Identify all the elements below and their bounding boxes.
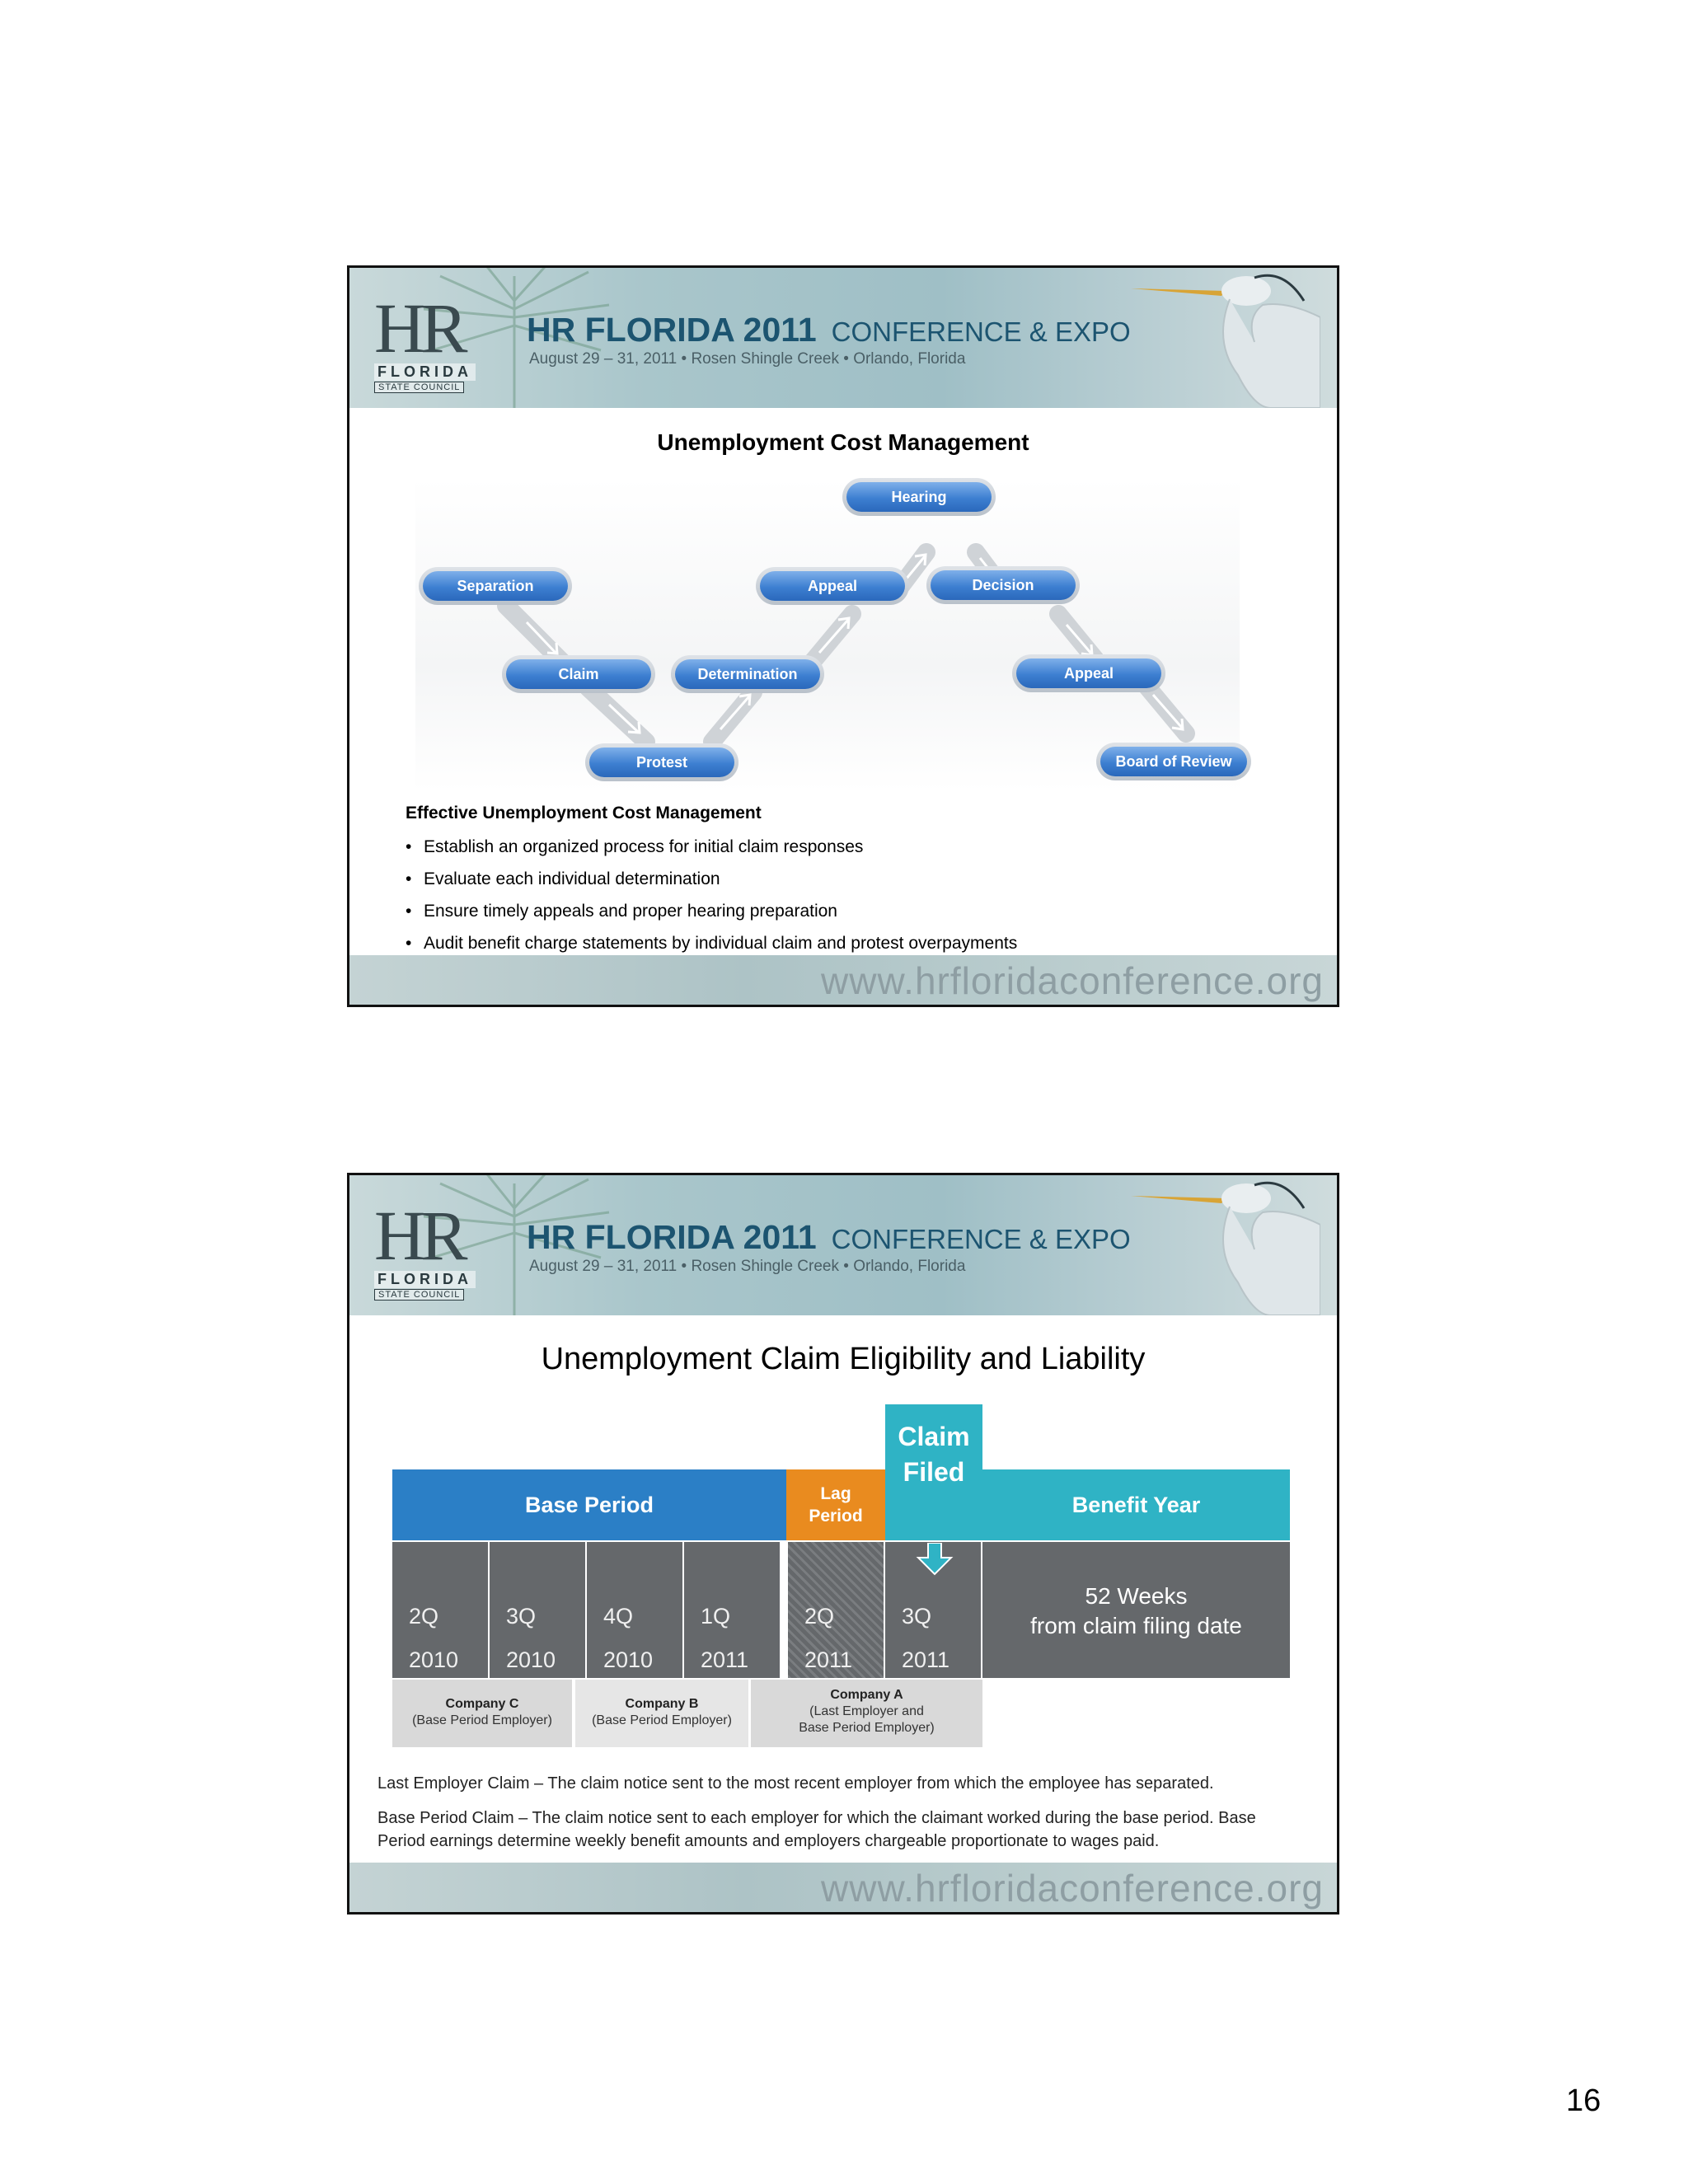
lag-period-header: Lag Period: [786, 1469, 885, 1540]
quarter-cell: 4Q 2010: [587, 1542, 682, 1678]
conference-url: www.hrfloridaconference.org: [821, 959, 1324, 1002]
quarter-label: 3Q: [902, 1604, 932, 1629]
base-period-header: Base Period: [392, 1469, 786, 1540]
banner-title: HR FLORIDA 2011 CONFERENCE & EXPO: [527, 311, 1131, 349]
banner-subtitle: August 29 – 31, 2011 • Rosen Shingle Cre…: [529, 350, 966, 368]
flow-arrows: [497, 543, 1195, 751]
flow-step-determination: Determination: [671, 655, 824, 693]
logo-florida-text: FLORIDA: [374, 363, 476, 381]
company-b-box: Company B (Base Period Employer): [575, 1680, 748, 1747]
quarter-year: 2010: [603, 1647, 654, 1672]
heron-image: [1131, 274, 1320, 408]
logo-florida-text: FLORIDA: [374, 1271, 476, 1288]
company-name: Company A: [830, 1688, 903, 1702]
quarter-year: 2010: [409, 1647, 459, 1672]
logo-hr-text: HR: [374, 1196, 467, 1275]
quarter-label: 4Q: [603, 1604, 634, 1629]
slide-title: Unemployment Claim Eligibility and Liabi…: [541, 1342, 1146, 1376]
banner-title-suffix: CONFERENCE & EXPO: [831, 316, 1131, 347]
logo-hr-text: HR: [374, 288, 467, 368]
lag-period-line-1: Lag: [820, 1484, 851, 1503]
slide-footer: www.hrfloridaconference.org: [349, 1863, 1337, 1912]
claim-filed-line-2: Filed: [903, 1457, 965, 1487]
bullet-item: Evaluate each individual determination: [406, 867, 1017, 899]
hr-florida-logo: HR FLORIDA STATE COUNCIL: [374, 1196, 490, 1301]
palm-leaf-graphic: [423, 268, 610, 408]
flow-step-separation: Separation: [419, 567, 572, 605]
quarter-label: 1Q: [701, 1604, 731, 1629]
claim-process-flow: Separation Claim Protest Determination A…: [415, 478, 1251, 791]
slide-cost-management: HR FLORIDA STATE COUNCIL HR FLORIDA 2011…: [347, 265, 1339, 1007]
quarter-label: 2Q: [409, 1604, 439, 1629]
bullet-item: Establish an organized process for initi…: [406, 835, 1017, 867]
slide-title: Unemployment Cost Management: [657, 429, 1029, 455]
claim-filed-line-1: Claim: [898, 1422, 970, 1451]
quarter-year: 2011: [804, 1647, 853, 1672]
flow-step-board-of-review: Board of Review: [1096, 743, 1251, 780]
heron-image: [1131, 1181, 1320, 1315]
weeks-line-2: from claim filing date: [1030, 1613, 1242, 1638]
conference-banner: HR FLORIDA STATE COUNCIL HR FLORIDA 2011…: [349, 1175, 1337, 1315]
company-name: Company B: [625, 1697, 699, 1711]
company-desc: (Base Period Employer): [592, 1713, 732, 1727]
company-desc-line-2: Base Period Employer): [799, 1721, 935, 1735]
conference-url: www.hrfloridaconference.org: [821, 1867, 1324, 1910]
section-heading: Effective Unemployment Cost Management: [406, 804, 762, 823]
quarter-label: 3Q: [506, 1604, 537, 1629]
bullet-item: Ensure timely appeals and proper hearing…: [406, 899, 1017, 931]
slide-footer: www.hrfloridaconference.org: [349, 955, 1337, 1005]
flow-step-protest: Protest: [585, 743, 738, 781]
bullet-item: Audit benefit charge statements by indiv…: [406, 931, 1017, 963]
benefit-year-duration: 52 Weeks from claim filing date: [982, 1542, 1290, 1678]
banner-title-main: HR FLORIDA 2011: [527, 311, 817, 349]
claim-filed-header: Claim Filed: [885, 1404, 982, 1540]
logo-council-text: STATE COUNCIL: [374, 382, 465, 393]
slide-claim-eligibility: HR FLORIDA STATE COUNCIL HR FLORIDA 2011…: [347, 1173, 1339, 1915]
company-name: Company C: [445, 1697, 519, 1711]
arrow-down-icon: [916, 1543, 954, 1576]
banner-subtitle: August 29 – 31, 2011 • Rosen Shingle Cre…: [529, 1258, 966, 1275]
company-a-box: Company A (Last Employer and Base Period…: [751, 1680, 982, 1747]
company-c-box: Company C (Base Period Employer): [392, 1680, 572, 1747]
last-employer-claim-text: Last Employer Claim – The claim notice s…: [377, 1774, 1214, 1793]
lag-period-line-2: Period: [809, 1507, 863, 1526]
quarter-cell: 2Q 2010: [392, 1542, 488, 1678]
palm-leaf-graphic: [423, 1175, 610, 1315]
hr-florida-logo: HR FLORIDA STATE COUNCIL: [374, 288, 490, 393]
weeks-line-1: 52 Weeks: [1085, 1583, 1188, 1609]
banner-title-main: HR FLORIDA 2011: [527, 1218, 817, 1256]
banner-title: HR FLORIDA 2011 CONFERENCE & EXPO: [527, 1218, 1131, 1257]
flow-step-hearing: Hearing: [842, 478, 996, 516]
quarter-label: 2Q: [804, 1604, 835, 1629]
quarter-cell: 1Q 2011: [684, 1542, 780, 1678]
flow-step-claim: Claim: [502, 655, 655, 693]
benefit-year-header: Benefit Year: [982, 1469, 1290, 1540]
quarter-year: 2011: [902, 1647, 950, 1672]
quarter-year: 2010: [506, 1647, 556, 1672]
flow-step-decision: Decision: [926, 566, 1080, 604]
company-desc-line-1: (Last Employer and: [809, 1704, 924, 1718]
flow-step-appeal-2: Appeal: [1012, 654, 1165, 692]
banner-title-suffix: CONFERENCE & EXPO: [831, 1224, 1131, 1254]
conference-banner: HR FLORIDA STATE COUNCIL HR FLORIDA 2011…: [349, 268, 1337, 408]
logo-council-text: STATE COUNCIL: [374, 1289, 465, 1301]
company-desc: (Base Period Employer): [412, 1713, 552, 1727]
quarter-cell: 3Q 2010: [490, 1542, 585, 1678]
quarter-year: 2011: [701, 1647, 749, 1672]
base-period-claim-text: Base Period Claim – The claim notice sen…: [377, 1809, 1256, 1850]
flow-step-appeal: Appeal: [756, 567, 909, 605]
page-number: 16: [1566, 2083, 1601, 2118]
quarter-cell-lag: 2Q 2011: [788, 1542, 884, 1678]
bullet-list: Establish an organized process for initi…: [406, 835, 1017, 963]
